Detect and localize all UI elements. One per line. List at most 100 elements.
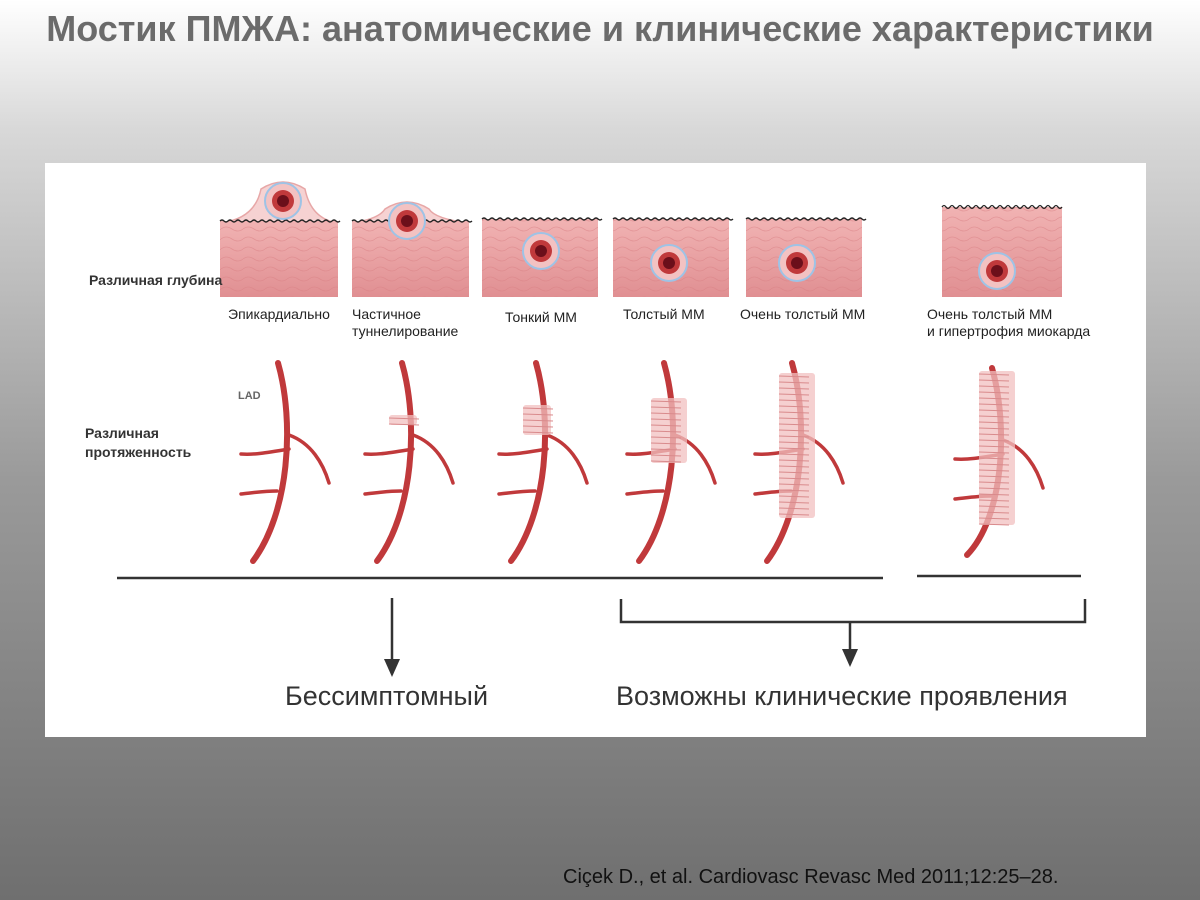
bridge-fiber — [978, 433, 1010, 436]
bridge-fiber — [778, 465, 810, 468]
bridge-fiber — [978, 511, 1010, 514]
bridge-fiber — [388, 417, 420, 420]
bridge-fiber — [778, 441, 810, 444]
bridge-fiber — [778, 507, 810, 510]
bridge-fiber — [650, 436, 682, 439]
artery-very-thick-mb-hypertrophy — [953, 365, 1045, 558]
bridge-fiber — [778, 375, 810, 378]
bridge-fiber — [522, 431, 554, 434]
vessel-very-thick-mb-hypertrophy-lumen — [991, 265, 1003, 277]
bridge-fiber — [778, 471, 810, 474]
bridge-fiber — [978, 493, 1010, 496]
bridge-fiber — [978, 379, 1010, 382]
bridge-fiber — [778, 501, 810, 504]
bridge-fiber — [650, 460, 682, 463]
citation: Ciçek D., et al. Cardiovasc Revasc Med 2… — [563, 866, 1059, 888]
bridge-fiber — [978, 373, 1010, 376]
bridge-fiber — [978, 457, 1010, 460]
vessel-very-thick-mb-lumen — [791, 257, 803, 269]
bridge-fiber — [650, 430, 682, 433]
bridge-fiber — [978, 439, 1010, 442]
bridge-fiber — [522, 419, 554, 422]
diagram-panel: Различная глубина Различная протяженност… — [45, 163, 1146, 737]
bridge-fiber — [778, 411, 810, 414]
caption-very-thick-mb: Очень толстый ММ — [740, 306, 866, 322]
bridge-fiber — [778, 429, 810, 432]
caption-thick-mb: Толстый ММ — [623, 306, 705, 322]
epicardial-surface-thick-mb — [612, 217, 734, 221]
arrow-clinical-head — [842, 649, 858, 667]
bridge-fiber — [778, 387, 810, 390]
muscle-fibers-epicardial — [220, 221, 338, 297]
bridge-fiber — [650, 400, 682, 403]
diagonal-branch — [411, 433, 455, 485]
bridge-fiber — [650, 418, 682, 421]
bridge-fiber — [778, 393, 810, 396]
row-label-length: Различная протяженность — [85, 425, 192, 460]
bridge-fiber — [522, 407, 554, 410]
vessel-epicardial-lumen — [277, 195, 289, 207]
artery-thick-mb — [625, 360, 717, 564]
bridge-fiber — [978, 517, 1010, 520]
bridge-fiber — [388, 423, 420, 426]
cross-section-partial-tunneling — [351, 201, 473, 297]
artery-very-thick-mb — [753, 360, 845, 564]
bridge-fiber — [978, 403, 1010, 406]
septal-branch-upper — [363, 447, 415, 456]
septal-branch-lower — [625, 489, 665, 496]
caption-epicardial: Эпикардиально — [228, 306, 330, 322]
artery-partial-tunneling — [363, 360, 455, 564]
bridge-fiber — [978, 487, 1010, 490]
septal-branch-lower — [497, 489, 537, 496]
cross-section-thin-mb — [481, 217, 603, 297]
bridge-fiber — [978, 523, 1010, 526]
cross-section-very-thick-mb-hypertrophy — [941, 204, 1063, 297]
artery-thin-mb — [497, 360, 589, 564]
septal-branch-lower — [239, 489, 279, 496]
bridge-fiber — [978, 391, 1010, 394]
diagonal-branch — [545, 433, 589, 485]
myocardial-bridge — [979, 371, 1015, 525]
bridge-fiber — [978, 421, 1010, 424]
epicardial-surface-epicardial — [219, 219, 341, 223]
epicardial-surface-very-thick-mb-hypertrophy — [941, 204, 1063, 210]
arrow-asymptomatic-head — [384, 659, 400, 677]
bridge-fiber — [522, 413, 554, 416]
bridge-fiber — [650, 442, 682, 445]
outcome-asymptomatic: Бессимптомный — [285, 681, 489, 711]
bridge-fiber — [978, 445, 1010, 448]
bridge-fiber — [650, 406, 682, 409]
bridge-fiber — [778, 423, 810, 426]
bridge-fiber — [978, 481, 1010, 484]
artery-epicardial — [239, 360, 331, 564]
bridge-fiber — [978, 397, 1010, 400]
bridge-fiber — [778, 447, 810, 450]
bridge-fiber — [778, 435, 810, 438]
outcome-clinical: Возможны клинические проявления — [616, 681, 1068, 711]
lad-label: LAD — [238, 390, 261, 402]
lad-trunk — [250, 360, 291, 564]
bridge-fiber — [778, 495, 810, 498]
bridge-fiber — [650, 454, 682, 457]
diagram-canvas — [117, 181, 1087, 677]
bridge-fiber — [778, 381, 810, 384]
bridge-fiber — [522, 425, 554, 428]
bridge-fiber — [978, 505, 1010, 508]
lad-trunk — [374, 360, 415, 564]
bridge-fiber — [778, 459, 810, 462]
bridge-fiber — [778, 453, 810, 456]
vessel-thick-mb-lumen — [663, 257, 675, 269]
bridge-fiber — [978, 415, 1010, 418]
bridge-fiber — [778, 489, 810, 492]
bridge-fiber — [978, 475, 1010, 478]
bridge-fiber — [778, 399, 810, 402]
bridge-fiber — [978, 469, 1010, 472]
diagonal-branch — [287, 433, 331, 485]
myocardial-bridge — [389, 415, 417, 425]
bridge-fiber — [778, 405, 810, 408]
septal-branch-upper — [239, 447, 291, 456]
bridge-fiber — [978, 499, 1010, 502]
lad-trunk — [508, 360, 549, 564]
bridge-fiber — [650, 448, 682, 451]
